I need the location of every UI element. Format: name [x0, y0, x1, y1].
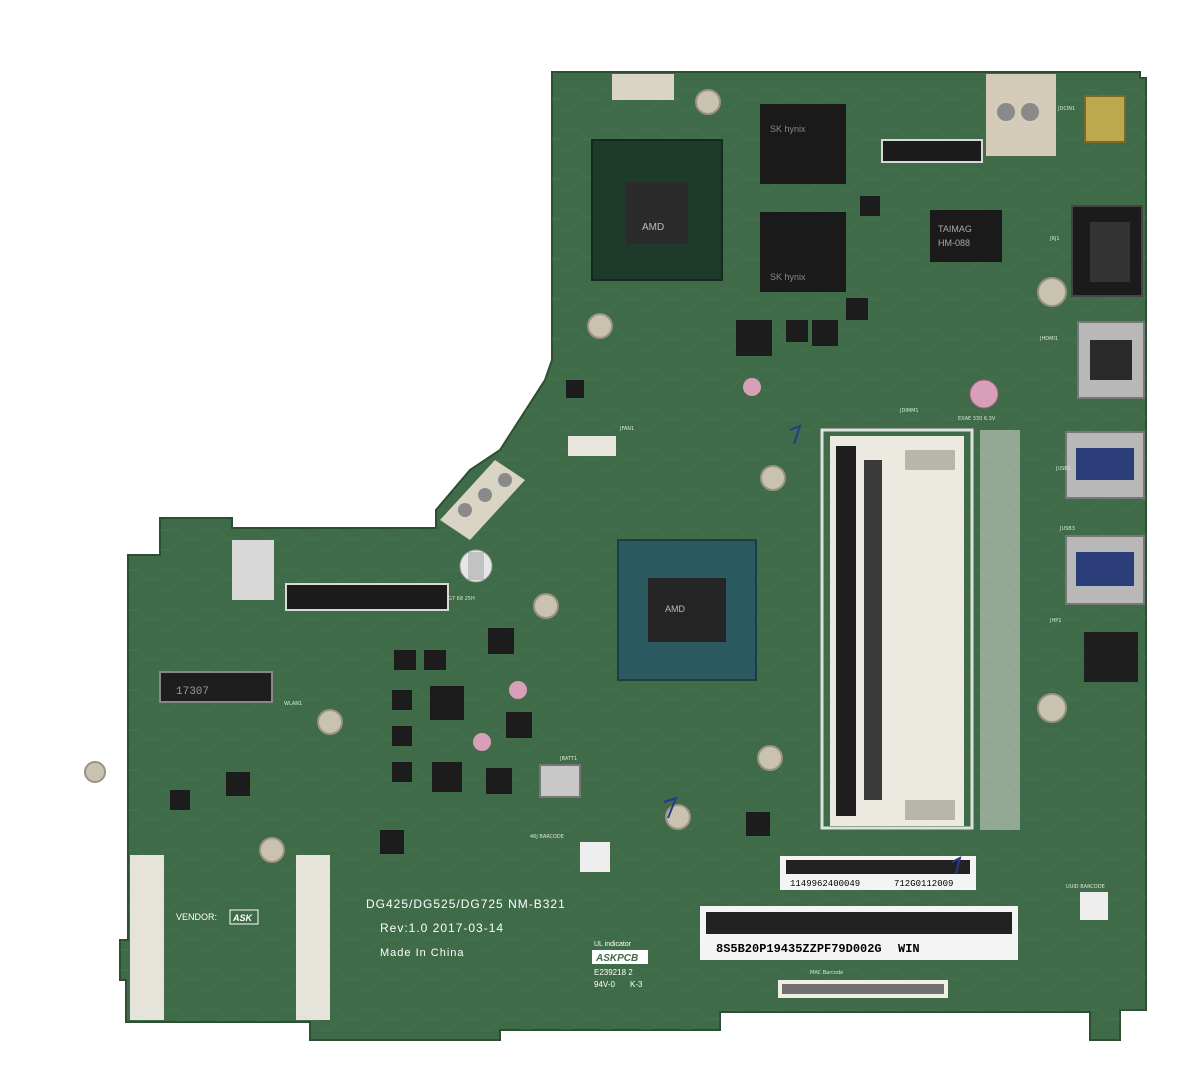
- vendor-name: ASK: [232, 913, 254, 923]
- origin-line: Made In China: [380, 947, 465, 959]
- qr-46j: [580, 842, 610, 872]
- electrolytic-capacitor-right: [969, 379, 999, 409]
- lan-transformer: [930, 210, 1002, 262]
- ul-indicator: UL indicator: [594, 941, 632, 948]
- capacitor-small-1: [743, 378, 761, 396]
- serial-top: 1149962400049: [790, 879, 860, 889]
- dc-in-jack: [1084, 95, 1126, 143]
- jusb3-label: JUSB3: [1059, 526, 1075, 532]
- barcode-label-main: [700, 906, 1018, 960]
- gpu-brand-label: AMD: [642, 222, 664, 233]
- cpu-die: [648, 578, 726, 642]
- electrolytic-capacitor-left: [459, 549, 493, 583]
- cert-line1: E239218 2: [594, 968, 633, 977]
- vram-brand-bottom: SK hynix: [770, 272, 806, 282]
- jhdmi-label: JHDMI1: [1039, 336, 1058, 342]
- vram-chip-top: [760, 104, 846, 184]
- dc-pad: [986, 74, 1056, 156]
- fan-connector: [568, 436, 616, 456]
- barcode-label-top: [780, 856, 976, 890]
- battery-connector: [539, 764, 581, 798]
- power-components: [170, 196, 880, 854]
- mac-barcode-label: [778, 980, 948, 998]
- marker-mark-1: [789, 424, 802, 445]
- ffc-connector-left: [232, 540, 274, 600]
- serial-main-suffix: WIN: [898, 942, 920, 956]
- cert-line2: 94V-0: [594, 980, 615, 989]
- cap-left-label: G7 68 25H: [448, 596, 475, 602]
- vram-brand-top: SK hynix: [770, 124, 806, 134]
- jbatt-label: JBATT1: [559, 756, 577, 762]
- vendor-label: VENDOR:: [176, 912, 217, 922]
- audio-jack: [1084, 632, 1138, 682]
- jhp-label: JHP1: [1049, 618, 1061, 624]
- serial-top-right: 712G0112009: [894, 879, 953, 889]
- cpu-package: [617, 539, 757, 681]
- cap-right-label: EXAE 330 6.3V: [958, 416, 996, 422]
- barcode-46-title: 46J BARCODE: [530, 834, 564, 840]
- capacitor-small-2: [509, 681, 527, 699]
- lan-chip-code: HM-088: [938, 238, 970, 248]
- cert-mark: K-3: [630, 980, 643, 989]
- uuid-barcode-title: UUID BARCODE: [1066, 884, 1105, 890]
- maker-name: ASKPCB: [595, 953, 638, 964]
- gpu-die: [626, 182, 688, 244]
- fan-connector-label: JFAN1: [619, 426, 634, 432]
- mac-barcode-title: MAC Barcode: [810, 970, 843, 976]
- vram-chip-bottom: [760, 212, 846, 292]
- heatsink-pad-top: [612, 74, 674, 100]
- cpu-brand-label: AMD: [665, 604, 686, 614]
- jrj-label: JRJ1: [1049, 236, 1060, 242]
- serial-main: 8S5B20P19435ZZPF79D002G: [716, 942, 882, 956]
- jdcin-label: JDCIN1: [1057, 106, 1075, 112]
- maker-box: [592, 950, 648, 964]
- marker-mark-2: [663, 796, 678, 819]
- ffc-connector-mid: [285, 583, 449, 611]
- vendor-box: [229, 909, 259, 925]
- capacitor-small-3: [473, 733, 491, 751]
- marker-mark-3: [951, 856, 962, 875]
- keepout-strip-1: [130, 855, 164, 1020]
- uuid-qr: [1080, 892, 1108, 920]
- keepout-strip-2: [296, 855, 330, 1020]
- wlan-slot-code: 17307: [176, 686, 209, 698]
- jdimm-label: JDIMM1: [899, 408, 919, 414]
- wlan-label: WLAN1: [284, 701, 302, 707]
- mounting-holes: [84, 89, 1067, 863]
- model-line: DG425/DG525/DG725 NM-B321: [366, 897, 566, 911]
- jusb1-label: JUSB1: [1055, 466, 1071, 472]
- revision-line: Rev:1.0 2017-03-14: [380, 921, 504, 935]
- wlan-slot: [159, 671, 273, 703]
- ffc-connector-top: [881, 139, 983, 163]
- dimm-slot-frame: [820, 428, 974, 830]
- lan-chip-brand: TAIMAG: [938, 224, 972, 234]
